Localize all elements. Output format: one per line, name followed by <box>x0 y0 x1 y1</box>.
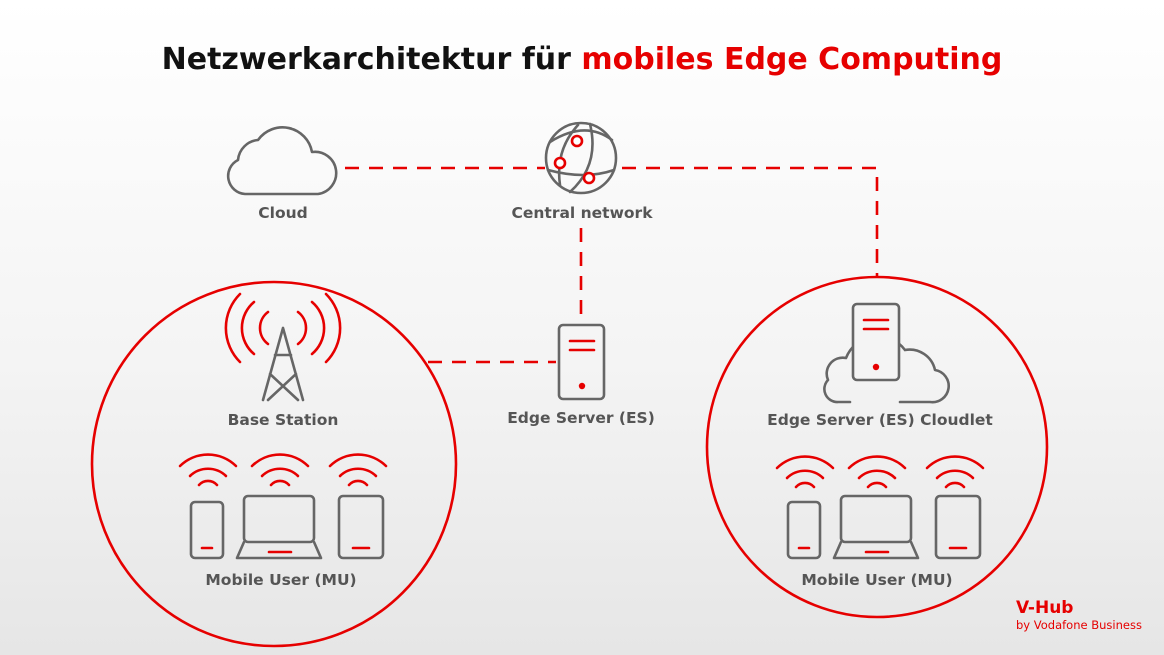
base-station-area <box>90 280 458 648</box>
title-highlight: mobiles Edge Computing <box>581 42 1002 77</box>
connection-lines <box>345 166 879 364</box>
cloud-label: Cloud <box>258 204 307 222</box>
wifi-icons-right <box>775 455 985 489</box>
base-station-tower-icon <box>224 292 342 402</box>
brand-subtitle: by Vodafone Business <box>1016 618 1142 632</box>
title-main: Netzwerkarchitektur für <box>162 42 582 77</box>
edge-server-label: Edge Server (ES) <box>507 409 655 427</box>
cloud-icon <box>226 126 338 196</box>
page-title: Netzwerkarchitektur für mobiles Edge Com… <box>162 42 1003 77</box>
central-network-label: Central network <box>511 204 653 222</box>
mobile-devices-left-icon <box>189 494 385 560</box>
edge-cloudlet-label: Edge Server (ES) Cloudlet <box>767 411 993 429</box>
base-station-label: Base Station <box>228 411 339 429</box>
wifi-icons-left <box>178 453 388 487</box>
edge-server-icon <box>557 323 606 401</box>
edge-cloudlet-icon <box>823 302 950 404</box>
mobile-devices-right-icon <box>786 494 982 560</box>
mobile-user-left-label: Mobile User (MU) <box>205 571 356 589</box>
central-network-globe-icon <box>544 121 618 195</box>
cloudlet-area <box>705 275 1049 619</box>
brand-logo: V-Hub <box>1016 598 1073 618</box>
mobile-user-right-label: Mobile User (MU) <box>801 571 952 589</box>
